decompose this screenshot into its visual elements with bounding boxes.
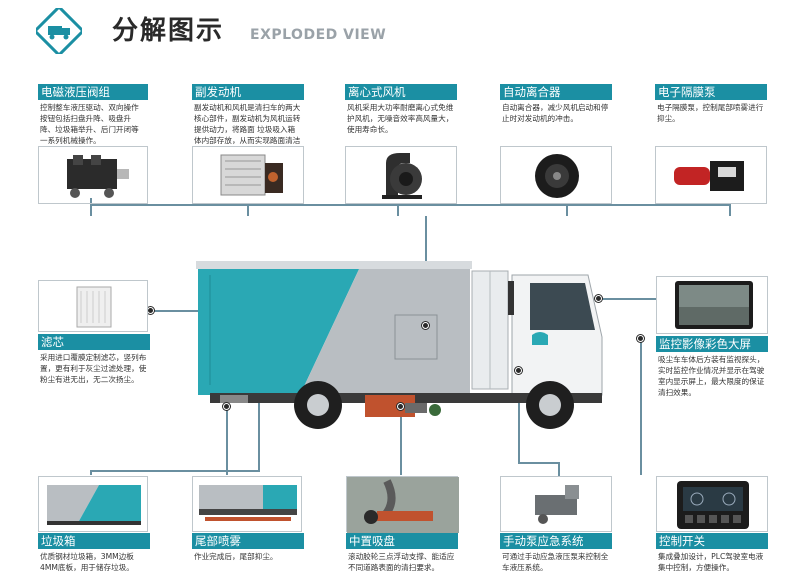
truck-icon bbox=[36, 8, 82, 54]
component-card-suction-disc: 中置吸盘 滚动胶轮三点浮动支撑、能适应不同道路表面的清扫要求。 bbox=[346, 533, 458, 573]
card-title: 副发动机 bbox=[192, 84, 304, 100]
marker-dot bbox=[223, 403, 230, 410]
connector-line bbox=[90, 204, 730, 206]
card-desc: 滚动胶轮三点浮动支撑、能适应不同道路表面的清扫要求。 bbox=[348, 552, 455, 572]
connector-line bbox=[400, 408, 402, 475]
card-desc: 采用进口覆膜定制滤芯，竖列布置，更有利于灰尘过滤处理，使粉尘有进无出，无二次扬尘… bbox=[40, 353, 147, 384]
marker-dot bbox=[515, 367, 522, 374]
connector-line bbox=[729, 198, 731, 216]
marker-dot bbox=[422, 322, 429, 329]
connector-line bbox=[226, 408, 228, 475]
card-title: 电磁液压阀组 bbox=[38, 84, 148, 100]
marker-dot bbox=[595, 295, 602, 302]
component-card-monitor: 监控影像彩色大屏 吸尘车车体后方装有监视探头，实时监控作业情况并显示在驾驶室内显… bbox=[656, 336, 768, 398]
card-desc: 风机采用大功率耐磨离心式免维护风机，无噪音效率高风量大，使用寿命长。 bbox=[347, 103, 454, 134]
component-card-garbage-box: 垃圾箱 优质钢材垃圾箱，3MM边板4MM底板，用于储存垃圾。 bbox=[38, 533, 150, 573]
connector-line bbox=[518, 462, 558, 464]
card-title: 垃圾箱 bbox=[38, 533, 150, 549]
marker-dot bbox=[397, 403, 404, 410]
street-sweeper-truck bbox=[196, 261, 603, 429]
suction-disc-image bbox=[346, 476, 459, 533]
valve-group-image bbox=[38, 146, 148, 204]
clutch-image bbox=[500, 146, 612, 204]
page-subtitle: EXPLODED VIEW bbox=[250, 27, 387, 43]
card-desc: 可通过手动应急液压泵来控制全车液压系统。 bbox=[502, 552, 609, 572]
connector-line bbox=[640, 340, 642, 475]
connector-line bbox=[150, 310, 200, 312]
card-title: 控制开关 bbox=[656, 533, 768, 549]
component-card-centrifugal-fan: 离心式风机 风机采用大功率耐磨离心式免维护风机，无噪音效率高风量大，使用寿命长。 bbox=[345, 84, 457, 135]
connector-line bbox=[90, 470, 260, 472]
card-title: 自动离合器 bbox=[500, 84, 612, 100]
connector-line bbox=[518, 372, 520, 462]
card-title: 离心式风机 bbox=[345, 84, 457, 100]
connector-line bbox=[258, 350, 260, 470]
fan-image bbox=[345, 146, 457, 204]
component-card-valve-group: 电磁液压阀组 控制整车液压驱动、双向操作按钮包括扫盘升降、吸盘升降、垃圾箱举升、… bbox=[38, 84, 148, 146]
rear-spray-image bbox=[192, 476, 302, 532]
card-desc: 控制整车液压驱动、双向操作按钮包括扫盘升降、吸盘升降、垃圾箱举升、后门开闭等一系… bbox=[40, 103, 139, 145]
pump-image bbox=[655, 146, 767, 204]
card-desc: 优质钢材垃圾箱，3MM边板4MM底板，用于储存垃圾。 bbox=[40, 552, 134, 572]
component-card-filter: 滤芯 采用进口覆膜定制滤芯，竖列布置，更有利于灰尘过滤处理，使粉尘有进无出，无二… bbox=[38, 334, 150, 385]
aux-engine-image bbox=[192, 146, 304, 204]
component-card-control-switch: 控制开关 集成叠加设计，PLC驾驶室电液集中控制，方便操作。 bbox=[656, 533, 768, 573]
monitor-image bbox=[656, 276, 768, 334]
component-card-rear-spray: 尾部喷雾 作业完成后，尾部抑尘。 bbox=[192, 533, 304, 562]
filter-image bbox=[38, 280, 148, 332]
connector-line bbox=[247, 198, 249, 216]
card-desc: 吸尘车车体后方装有监视探头，实时监控作业情况并显示在驾驶室内显示屏上，最大限度的… bbox=[658, 355, 765, 397]
hand-pump-image bbox=[500, 476, 612, 532]
component-card-auto-clutch: 自动离合器 自动离合器，减少风机启动和停止时对发动机的冲击。 bbox=[500, 84, 612, 124]
card-title: 中置吸盘 bbox=[346, 533, 458, 549]
page-title: 分解图示 bbox=[112, 16, 225, 46]
connector-line bbox=[90, 470, 92, 475]
card-title: 滤芯 bbox=[38, 334, 150, 350]
connector-line bbox=[90, 198, 92, 216]
marker-dot bbox=[637, 335, 644, 342]
control-switch-image bbox=[656, 476, 768, 532]
connector-line bbox=[558, 462, 560, 476]
component-card-hand-pump: 手动泵应急系统 可通过手动应急液压泵来控制全车液压系统。 bbox=[500, 533, 612, 573]
component-card-aux-engine: 副发动机 副发动机和风机是清扫车的两大核心部件，副发动机为风机运转提供动力，将路… bbox=[192, 84, 304, 157]
card-title: 手动泵应急系统 bbox=[500, 533, 612, 549]
connector-line bbox=[566, 198, 568, 216]
card-desc: 作业完成后，尾部抑尘。 bbox=[194, 552, 278, 561]
connector-line bbox=[397, 198, 399, 216]
garbage-box-image bbox=[38, 476, 148, 532]
connector-line bbox=[598, 298, 656, 300]
card-desc: 集成叠加设计，PLC驾驶室电液集中控制，方便操作。 bbox=[658, 552, 764, 572]
card-desc: 电子隔膜泵，控制尾部喷雾进行抑尘。 bbox=[657, 103, 764, 123]
card-title: 尾部喷雾 bbox=[192, 533, 304, 549]
card-title: 电子隔膜泵 bbox=[655, 84, 767, 100]
component-card-diaphragm-pump: 电子隔膜泵 电子隔膜泵，控制尾部喷雾进行抑尘。 bbox=[655, 84, 767, 124]
card-desc: 自动离合器，减少风机启动和停止时对发动机的冲击。 bbox=[502, 103, 609, 123]
card-title: 监控影像彩色大屏 bbox=[656, 336, 768, 352]
